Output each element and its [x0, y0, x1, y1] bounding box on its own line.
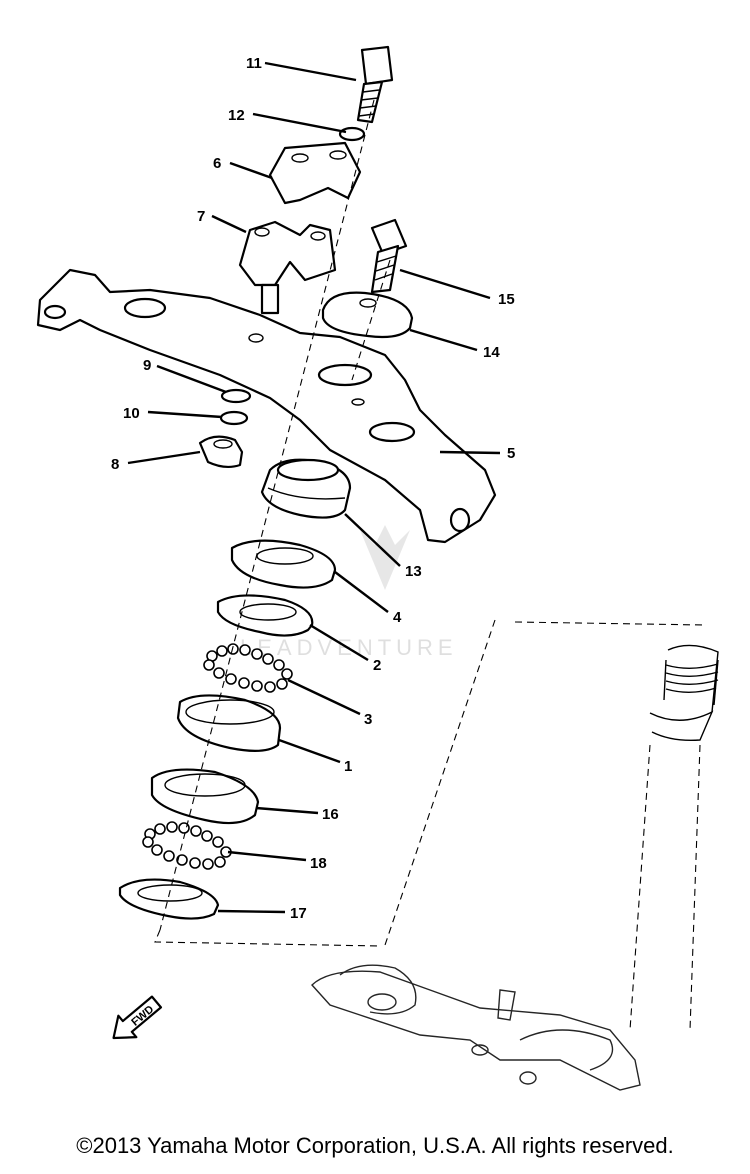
part-15-bolt[interactable] — [370, 218, 408, 294]
callout-13: 13 — [405, 563, 422, 580]
part-5-bracket[interactable] — [36, 268, 497, 544]
callout-7: 7 — [197, 208, 205, 225]
part-17-seal[interactable] — [118, 878, 220, 920]
callout-10: 10 — [123, 405, 140, 422]
callout-5: 5 — [507, 445, 515, 462]
parts-diagram: LEADVENTURE — [36, 45, 719, 1091]
part-14-washer[interactable] — [321, 291, 414, 339]
callout-12: 12 — [228, 107, 245, 124]
callout-17: 17 — [290, 905, 307, 922]
part-4-dust-cover[interactable] — [230, 539, 337, 589]
part-1-outer-race[interactable] — [176, 694, 282, 752]
lower-bracket — [311, 964, 641, 1091]
part-3-ball-bearings[interactable] — [203, 643, 293, 693]
part-9-washer[interactable] — [220, 388, 252, 404]
part-8-nut[interactable] — [198, 435, 244, 469]
assembly-axis — [159, 99, 375, 931]
part-6-upper-clamp[interactable] — [268, 141, 362, 205]
callout-16: 16 — [322, 806, 339, 823]
part-11-bolt[interactable] — [356, 45, 394, 124]
fwd-arrow: FWD — [112, 995, 163, 1040]
assembly-axis-2 — [351, 259, 391, 381]
part-16-lower-race[interactable] — [150, 768, 260, 825]
callout-6: 6 — [213, 155, 221, 172]
part-13-ring-nut[interactable] — [260, 458, 352, 519]
part-10-lock-washer[interactable] — [219, 410, 249, 426]
callout-8: 8 — [111, 456, 119, 473]
part-7-lower-clamp[interactable] — [238, 220, 337, 315]
callout-2: 2 — [373, 657, 381, 674]
callout-9: 9 — [143, 357, 151, 374]
callout-18: 18 — [310, 855, 327, 872]
callout-14: 14 — [483, 344, 500, 361]
copyright-notice: ©2013 Yamaha Motor Corporation, U.S.A. A… — [76, 1133, 674, 1158]
callout-1: 1 — [344, 758, 352, 775]
steering-stem — [629, 644, 719, 1031]
callout-15: 15 — [498, 291, 515, 308]
callouts: 11 12 6 7 15 14 9 10 8 5 13 4 2 3 1 16 1… — [111, 55, 515, 922]
part-12-washer[interactable] — [338, 126, 366, 142]
leader-lines — [127, 61, 501, 914]
callout-3: 3 — [364, 711, 372, 728]
callout-4: 4 — [393, 609, 402, 626]
part-18-ball-bearings[interactable] — [142, 821, 232, 870]
callout-11: 11 — [246, 55, 262, 72]
reference-frame — [154, 619, 706, 947]
part-2-race[interactable] — [216, 594, 314, 637]
